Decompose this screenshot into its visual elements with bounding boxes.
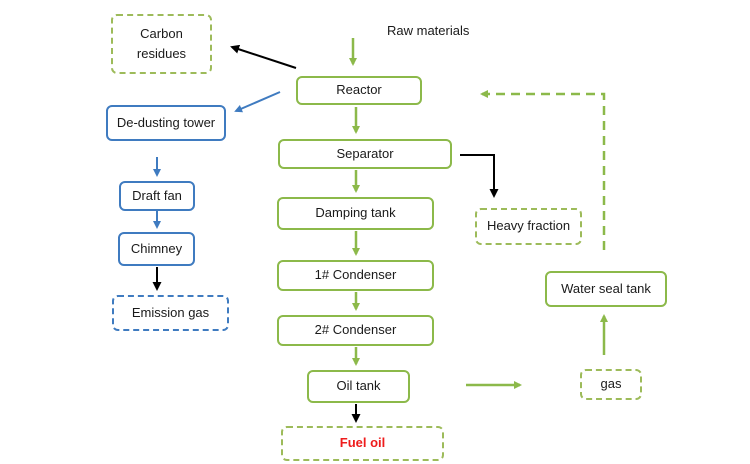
dedusting-tower-label: De-dusting tower [116, 114, 216, 130]
fuel-oil-label: Fuel oil [339, 435, 386, 451]
chimney-label: Chimney [130, 240, 183, 256]
node-fuel-oil[interactable]: Fuel oil [281, 426, 444, 461]
carbon-line-1: Carbon [140, 25, 183, 41]
node-carbon-residues[interactable]: Carbon residues [111, 14, 212, 74]
arrow-reactor-to-carbon [230, 44, 297, 69]
node-chimney[interactable]: Chimney [118, 232, 195, 266]
node-separator[interactable]: Separator [278, 139, 452, 169]
node-condenser-2[interactable]: 2# Condenser [277, 315, 434, 346]
oil-tank-label: Oil tank [336, 378, 381, 394]
node-heavy-fraction[interactable]: Heavy fraction [475, 208, 582, 245]
node-gas[interactable]: gas [580, 369, 642, 400]
condenser-2-label: 2# Condenser [314, 322, 397, 338]
node-dedusting-tower[interactable]: De-dusting tower [106, 105, 226, 141]
node-emission-gas[interactable]: Emission gas [112, 295, 229, 331]
node-draft-fan[interactable]: Draft fan [119, 181, 195, 211]
separator-label: Separator [336, 145, 394, 161]
node-condenser-1[interactable]: 1# Condenser [277, 260, 434, 291]
raw-materials-label: Raw materials [387, 23, 470, 38]
node-damping-tank[interactable]: Damping tank [277, 197, 434, 230]
gas-label: gas [600, 376, 622, 392]
node-water-seal-tank[interactable]: Water seal tank [545, 271, 667, 307]
arrow-separator-to-heavy [460, 154, 499, 198]
draft-fan-label: Draft fan [132, 187, 182, 203]
reactor-label: Reactor [336, 82, 382, 98]
arrow-waterseal-to-reactor [480, 90, 606, 250]
water-seal-tank-label: Water seal tank [561, 280, 651, 296]
heavy-fraction-label: Heavy fraction [486, 218, 571, 234]
arrow-reactor-to-dedusting [234, 91, 281, 113]
node-reactor[interactable]: Reactor [296, 76, 422, 105]
condenser-1-label: 1# Condenser [314, 267, 397, 283]
emission-gas-label: Emission gas [131, 304, 210, 320]
damping-tank-label: Damping tank [315, 205, 396, 221]
carbon-line-2: residues [136, 46, 187, 61]
node-oil-tank[interactable]: Oil tank [307, 370, 410, 403]
